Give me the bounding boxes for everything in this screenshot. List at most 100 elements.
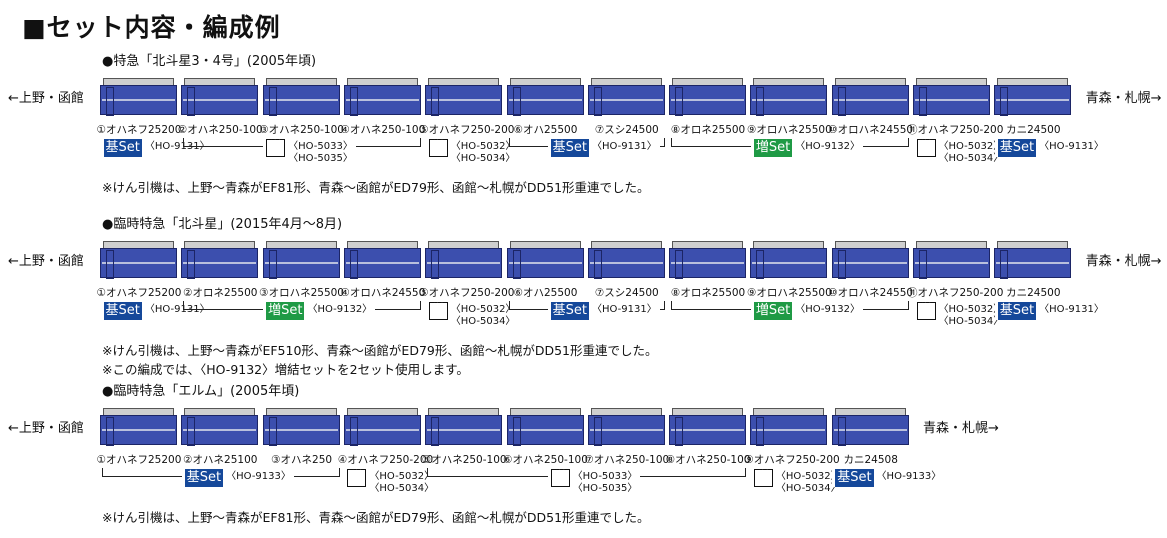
product-codes: 〈HO-9132〉 — [795, 302, 860, 316]
car-roof — [265, 241, 337, 249]
car-roof — [834, 241, 906, 249]
set-badge: 基Set — [103, 139, 142, 157]
product-code: 〈HO-5032〉 — [775, 471, 841, 482]
car-label: ⑪オハネフ250-200 — [907, 124, 1004, 136]
car-stripe — [671, 262, 745, 264]
set-tag: 基Set〈HO-9133〉 — [181, 469, 294, 487]
car-label: ⑥オハネ250-100 — [503, 454, 588, 466]
train-car-icon — [262, 78, 340, 116]
product-code: 〈HO-9132〉 — [795, 141, 860, 152]
set-tag: 単〈HO-5033〉〈HO-5035〉 — [263, 139, 356, 165]
train-car-icon — [100, 241, 177, 279]
train-car-icon — [913, 241, 990, 279]
product-code: 〈HO-5033〉 — [572, 471, 638, 482]
car-roof — [509, 78, 581, 86]
set-tag: 基Set〈HO-9131〉 — [100, 302, 213, 320]
car-roof — [265, 78, 337, 86]
product-codes: 〈HO-9132〉 — [307, 302, 372, 316]
car-stripe — [833, 429, 907, 431]
car-roof — [103, 408, 174, 416]
product-codes: 〈HO-5032〉〈HO-5034〉 — [369, 469, 434, 495]
car-door — [919, 87, 927, 116]
car-label: ⑧オロネ25500 — [670, 287, 746, 299]
car-roof — [916, 78, 987, 86]
car-label: ⑥オハ25500 — [513, 287, 578, 299]
set-tag: 単〈HO-5032〉〈HO-5034〉 — [425, 302, 519, 328]
car-roof — [428, 241, 500, 249]
car-label: ⑩オロハネ24550 — [828, 124, 914, 136]
car-roof — [834, 408, 906, 416]
train-car-icon — [587, 408, 665, 446]
car-label: ①オハネフ25200 — [96, 124, 182, 136]
train-car-icon — [425, 78, 503, 116]
car-roof — [916, 241, 987, 249]
train-car-icon — [181, 78, 259, 116]
train-car-icon — [262, 241, 340, 279]
car-label: カニ24500 — [1006, 124, 1061, 136]
train-car-icon — [262, 408, 340, 446]
car-stripe — [345, 99, 419, 101]
car-label: ①オハネフ25200 — [96, 454, 182, 466]
car-label: ②オロネ25500 — [183, 287, 258, 299]
car-stripe — [427, 99, 501, 101]
car-door — [593, 250, 602, 279]
car-door — [756, 250, 765, 279]
product-code: 〈HO-5032〉 — [938, 141, 1004, 152]
product-codes: 〈HO-9131〉 — [145, 302, 210, 316]
car-door — [837, 417, 846, 446]
car-label: ②オハネ25100 — [183, 454, 258, 466]
car-stripe — [671, 99, 745, 101]
direction-left: ←上野・函館 — [8, 421, 84, 436]
product-code: 〈HO-5032〉 — [938, 304, 1004, 315]
set-tag: 基Set〈HO-9131〉 — [994, 139, 1107, 157]
car-door — [675, 417, 684, 446]
car-roof — [590, 78, 662, 86]
car-stripe — [345, 429, 419, 431]
car-label: カニ24500 — [1006, 287, 1061, 299]
note-text: ※けん引機は、上野～青森がEF510形、青森～函館がED79形、函館～札幌がDD… — [102, 343, 658, 358]
car-stripe — [996, 262, 1070, 264]
set-badge: 増Set — [753, 302, 793, 320]
product-codes: 〈HO-5033〉〈HO-5035〉 — [573, 469, 638, 495]
direction-left: ←上野・函館 — [8, 254, 84, 269]
set-tag: 増Set〈HO-9132〉 — [750, 302, 863, 320]
set-badge: 基Set — [550, 302, 589, 320]
car-label: ⑨オロハネ25500 — [746, 287, 832, 299]
single-car-badge: 単 — [347, 469, 367, 487]
car-roof — [753, 241, 825, 249]
car-stripe — [833, 99, 907, 101]
car-label: ⑨オハネフ250-200 — [744, 454, 840, 466]
train-car-icon — [913, 78, 990, 116]
car-door — [512, 250, 521, 279]
car-stripe — [671, 429, 745, 431]
product-code: 〈HO-5033〉 — [288, 141, 353, 152]
car-door — [431, 250, 440, 279]
product-code: 〈HO-5032〉 — [450, 141, 516, 152]
single-car-badge: 単 — [916, 139, 936, 157]
product-code: 〈HO-9131〉 — [144, 304, 210, 315]
car-stripe — [752, 262, 826, 264]
set-tag: 基Set〈HO-9131〉 — [994, 302, 1107, 320]
car-stripe — [589, 262, 663, 264]
train-car-icon — [669, 78, 747, 116]
train-car-icon — [506, 78, 584, 116]
train-car-icon — [831, 408, 909, 446]
direction-right: 青森・札幌→ — [1085, 254, 1162, 269]
single-car-badge: 単 — [550, 469, 570, 487]
section-title: ●特急「北斗星3・4号」(2005年頃) — [102, 54, 317, 69]
product-code: 〈HO-5035〉 — [288, 153, 353, 164]
car-label: ⑧オハネ250-100 — [665, 454, 751, 466]
product-codes: 〈HO-9131〉 — [592, 302, 657, 316]
car-label: ⑥オハ25500 — [513, 124, 578, 136]
car-stripe — [589, 429, 663, 431]
train-car-icon — [587, 241, 665, 279]
train-car-icon — [425, 241, 503, 279]
product-codes: 〈HO-5032〉〈HO-5034〉 — [451, 139, 516, 165]
car-roof — [346, 78, 418, 86]
car-door — [349, 250, 358, 279]
car-roof — [672, 241, 744, 249]
car-label: ⑦オハネ250-100 — [584, 454, 670, 466]
car-roof — [346, 241, 418, 249]
set-tag: 基Set〈HO-9131〉 — [547, 139, 660, 157]
